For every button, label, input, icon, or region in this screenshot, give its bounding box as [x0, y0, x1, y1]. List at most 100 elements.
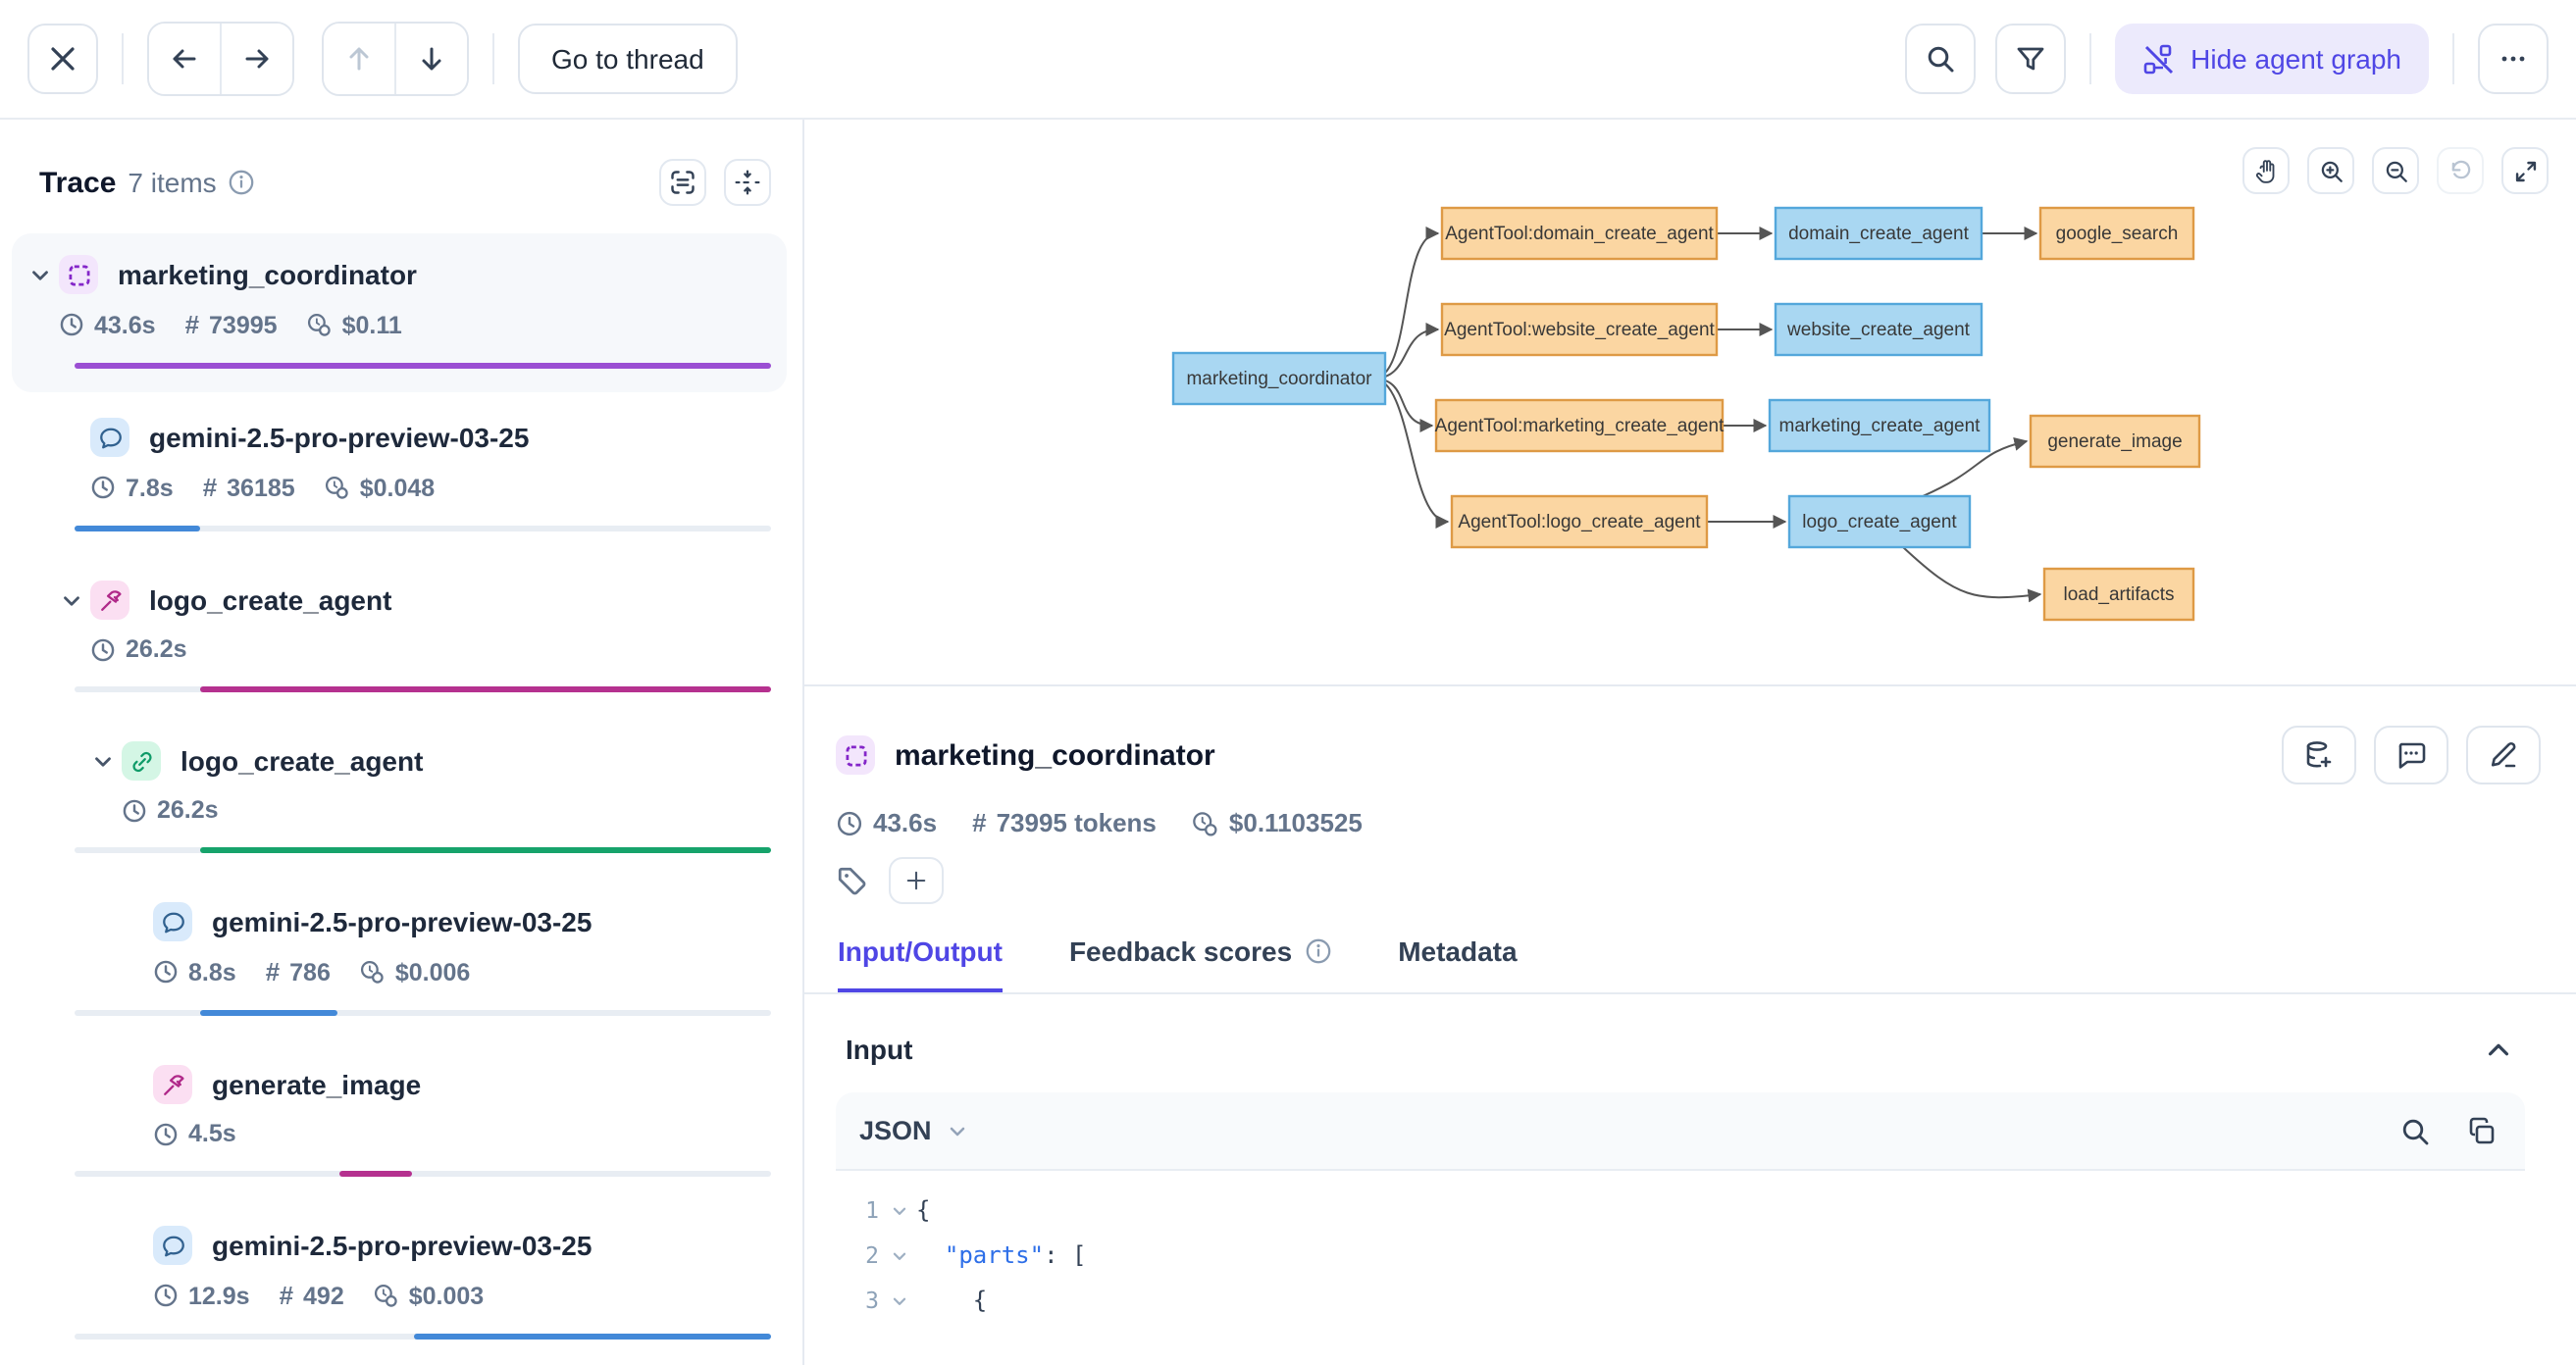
chevron-down-icon[interactable] [59, 587, 90, 613]
tag-icon [836, 864, 869, 897]
detail-title: marketing_coordinator [895, 738, 1215, 772]
graph-node-at_domain[interactable]: AgentTool:domain_create_agent [1440, 206, 1719, 261]
hand-icon [2253, 158, 2279, 183]
svg-text:google_search: google_search [2056, 224, 2179, 244]
more-options-button[interactable] [2478, 24, 2549, 94]
svg-text:domain_create_agent: domain_create_agent [1788, 224, 1970, 244]
add-tag-button[interactable] [889, 857, 944, 904]
arrow-up-icon [343, 43, 375, 75]
tab-feedback-scores[interactable]: Feedback scores [1069, 935, 1331, 992]
graph-edge [1922, 437, 2029, 497]
collapse-vertical-icon [734, 169, 761, 196]
prev-trace-button[interactable] [149, 24, 220, 94]
comment-icon [2396, 739, 2427, 771]
duration-bar [75, 1334, 771, 1340]
filter-button[interactable] [1994, 24, 2066, 94]
graph-node-at_website[interactable]: AgentTool:website_create_agent [1440, 302, 1719, 357]
graph-node-at_logo[interactable]: AgentTool:logo_create_agent [1450, 494, 1709, 549]
graph-node-genimg[interactable]: generate_image [2029, 414, 2201, 469]
graph-node-domain[interactable]: domain_create_agent [1774, 206, 1984, 261]
close-button[interactable] [27, 24, 98, 94]
search-button[interactable] [1904, 24, 1976, 94]
duration-bar [75, 686, 771, 692]
chevron-down-icon[interactable] [90, 748, 122, 774]
fold-chevron-icon[interactable] [885, 1202, 912, 1220]
tab-metadata[interactable]: Metadata [1398, 935, 1518, 967]
zoom-in-button[interactable] [2307, 147, 2354, 194]
graph-node-loadart[interactable]: load_artifacts [2042, 567, 2195, 622]
line-number: 1 [865, 1195, 879, 1223]
prev-next-group [147, 22, 294, 96]
svg-text:AgentTool:website_create_agent: AgentTool:website_create_agent [1444, 320, 1715, 340]
copy-json-button[interactable] [2466, 1115, 2498, 1146]
code-line: 2 "parts": [ [855, 1232, 2525, 1277]
expand-icon [2512, 158, 2538, 183]
reset-view-button[interactable] [2437, 147, 2484, 194]
item-duration: 12.9s [188, 1282, 250, 1309]
svg-text:logo_create_agent: logo_create_agent [1802, 512, 1957, 532]
clock-icon [59, 312, 84, 337]
graph-node-google[interactable]: google_search [2038, 206, 2195, 261]
comments-button[interactable] [2374, 726, 2448, 784]
item-tokens: 786 [289, 958, 331, 986]
add-to-dataset-button[interactable] [2282, 726, 2356, 784]
item-tokens: 36185 [227, 474, 295, 501]
fold-chevron-icon[interactable] [885, 1292, 912, 1310]
format-select[interactable]: JSON [859, 1116, 969, 1145]
graph-node-marketing[interactable]: marketing_create_agent [1768, 398, 1991, 453]
svg-text:marketing_create_agent: marketing_create_agent [1779, 416, 1982, 436]
filter-icon [2014, 43, 2045, 75]
top-toolbar: Go to thread Hide agent graph [0, 0, 2576, 120]
zoom-out-button[interactable] [2372, 147, 2419, 194]
trace-span-icon [59, 255, 98, 294]
json-code-editor[interactable]: 1{2 "parts": [3 { [836, 1171, 2525, 1322]
focus-selected-button[interactable] [659, 159, 706, 206]
hide-agent-graph-button[interactable]: Hide agent graph [2114, 24, 2429, 94]
tab-input-output[interactable]: Input/Output [838, 935, 1003, 992]
svg-text:load_artifacts: load_artifacts [2063, 584, 2174, 605]
code-line: 3 { [855, 1277, 2525, 1322]
down-span-button[interactable] [394, 24, 467, 94]
llm-chat-icon [153, 1226, 192, 1265]
trace-item-name: generate_image [212, 1069, 422, 1100]
clock-icon [153, 1283, 179, 1308]
item-cost: $0.003 [408, 1282, 485, 1309]
graph-node-logo[interactable]: logo_create_agent [1787, 494, 1972, 549]
divider [492, 33, 494, 84]
fullscreen-button[interactable] [2501, 147, 2549, 194]
chevron-down-icon[interactable] [27, 262, 59, 287]
next-trace-button[interactable] [220, 24, 292, 94]
span-detail-panel: marketing_coordinator [804, 684, 2576, 1365]
item-tokens: 73995 [209, 311, 278, 338]
trace-item-stats: 8.8s#786$0.006 [12, 957, 787, 986]
tool-hammer-icon [90, 581, 129, 620]
clock-icon [153, 959, 179, 985]
up-span-button[interactable] [324, 24, 394, 94]
item-cost: $0.006 [394, 958, 471, 986]
trace-item-stats: 7.8s#36185$0.048 [12, 473, 787, 502]
graph-node-website[interactable]: website_create_agent [1774, 302, 1984, 357]
collapse-all-button[interactable] [724, 159, 771, 206]
chevron-up-icon [2484, 1035, 2513, 1064]
search-in-json-button[interactable] [2399, 1115, 2431, 1146]
collapse-input-button[interactable] [2484, 1035, 2513, 1064]
pan-button[interactable] [2242, 147, 2290, 194]
fold-chevron-icon[interactable] [885, 1247, 912, 1265]
go-to-thread-button[interactable]: Go to thread [518, 24, 738, 94]
trace-item-stats: 26.2s [12, 796, 787, 824]
graph-node-at_marketing[interactable]: AgentTool:marketing_create_agent [1435, 398, 1725, 453]
graph-node-mc[interactable]: marketing_coordinator [1171, 351, 1387, 406]
agent-graph[interactable]: marketing_coordinator AgentTool:domain_cr… [804, 120, 2576, 684]
search-icon [1924, 43, 1955, 75]
edit-button[interactable] [2466, 726, 2541, 784]
trace-item-name: gemini-2.5-pro-preview-03-25 [212, 1230, 592, 1261]
